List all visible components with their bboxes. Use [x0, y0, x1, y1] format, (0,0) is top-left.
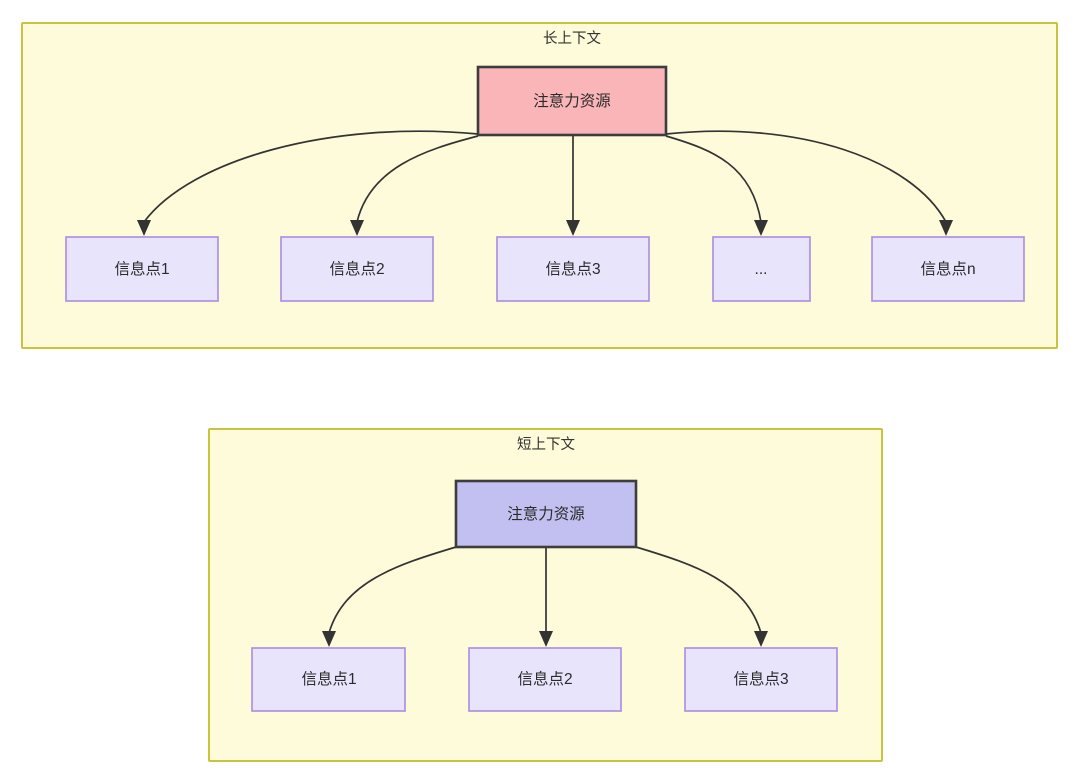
node-attention-resource-short-label: 注意力资源 [507, 504, 585, 523]
node-info-2-label: 信息点2 [329, 260, 384, 278]
node-short-info-3-box[interactable] [684, 647, 838, 712]
group-short-context: 短上下文 注意力资源 信息点1 [208, 428, 883, 762]
node-info-ellipsis-label: ... [755, 261, 768, 278]
edges-long-context [137, 130, 953, 236]
node-short-info-2[interactable]: 信息点2 [468, 647, 622, 712]
node-info-n-box[interactable] [871, 236, 1025, 302]
edge-attention-to-info-n [665, 130, 947, 223]
edge-arrowhead-short-info-3 [754, 631, 768, 647]
edge-attention-to-short-info-3 [635, 546, 762, 634]
node-info-n-label: 信息点n [920, 260, 975, 278]
group-long-context-title: 长上下文 [543, 30, 601, 47]
node-info-n[interactable]: 信息点n [871, 236, 1025, 302]
node-info-3[interactable]: 信息点3 [496, 236, 650, 302]
edge-attention-to-short-info-1 [328, 546, 457, 634]
node-info-2-box[interactable] [280, 236, 434, 302]
node-short-info-1[interactable]: 信息点1 [251, 647, 406, 712]
group-short-context-title: 短上下文 [517, 436, 575, 453]
edge-arrowhead-info-ellipsis [754, 220, 768, 236]
node-info-3-label: 信息点3 [545, 260, 600, 278]
node-short-info-2-label: 信息点2 [517, 670, 572, 688]
node-attention-resource-long-box[interactable] [476, 65, 668, 137]
group-long-context: 长上下文 注意 [21, 22, 1058, 349]
node-info-2[interactable]: 信息点2 [280, 236, 434, 302]
edge-arrowhead-info-3 [566, 220, 580, 236]
edge-arrowhead-short-info-1 [322, 631, 336, 647]
edge-arrowhead-info-n [939, 220, 953, 236]
edge-attention-to-info-1 [143, 130, 479, 223]
node-short-info-3-label: 信息点3 [733, 670, 788, 688]
node-attention-resource-short[interactable]: 注意力资源 [454, 479, 638, 549]
node-info-ellipsis-box[interactable] [712, 236, 811, 302]
edge-arrowhead-info-2 [350, 220, 364, 236]
node-info-1[interactable]: 信息点1 [65, 236, 219, 302]
node-short-info-3[interactable]: 信息点3 [684, 647, 838, 712]
node-info-ellipsis[interactable]: ... [712, 236, 811, 302]
edge-attention-to-info-ellipsis [665, 135, 762, 223]
edges-short-context [322, 546, 768, 647]
node-short-info-1-label: 信息点1 [301, 670, 356, 688]
edge-attention-to-info-2 [356, 135, 479, 223]
node-attention-resource-long[interactable]: 注意力资源 [476, 65, 668, 137]
edge-arrowhead-short-info-2 [539, 631, 553, 647]
node-short-info-2-box[interactable] [468, 647, 622, 712]
edge-arrowhead-info-1 [137, 220, 151, 236]
node-attention-resource-short-box[interactable] [454, 479, 638, 549]
node-info-1-box[interactable] [65, 236, 219, 302]
node-attention-resource-long-label: 注意力资源 [533, 91, 611, 110]
node-info-3-box[interactable] [496, 236, 650, 302]
node-info-1-label: 信息点1 [114, 260, 169, 278]
node-short-info-1-box[interactable] [251, 647, 406, 712]
